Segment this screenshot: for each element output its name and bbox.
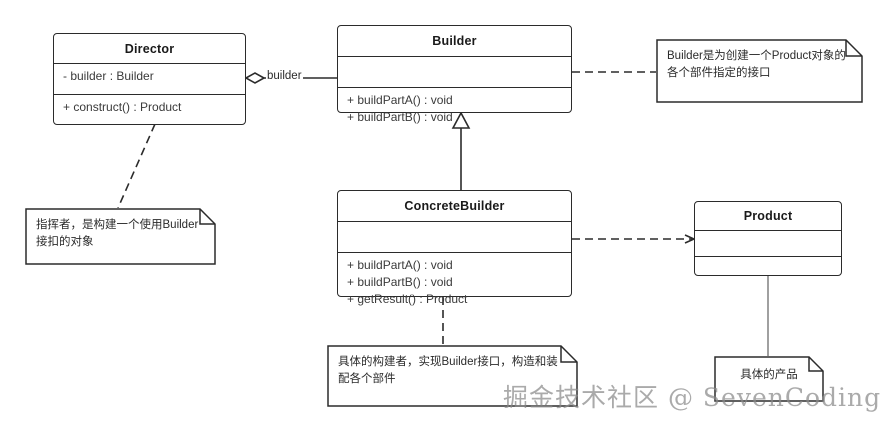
class-attributes-builder: [338, 57, 571, 88]
operation-row: + getResult() : Product: [347, 292, 468, 306]
note-shape: [25, 208, 216, 265]
class-attributes-concretebuilder: [338, 222, 571, 253]
note-text: 指挥者，是构建一个使用Builder接扣的对象: [36, 219, 199, 248]
uml-class-concretebuilder[interactable]: ConcreteBuilder + buildPartA() : void + …: [337, 190, 572, 306]
class-name-product: Product: [695, 202, 841, 231]
note-concretebuilder[interactable]: 具体的构建者，实现Builder接口，构造和装配各个部件: [327, 345, 578, 407]
operation-row: + buildPartA() : void: [347, 93, 453, 107]
note-product[interactable]: 具体的产品: [714, 356, 824, 402]
class-name-builder: Builder: [338, 26, 571, 57]
uml-class-director[interactable]: Director - builder : Builder + construct…: [53, 33, 246, 125]
note-text: 具体的构建者，实现Builder接口，构造和装配各个部件: [338, 356, 558, 385]
class-attributes-product: [695, 231, 841, 257]
class-operations-builder: + buildPartA() : void + buildPartB() : v…: [338, 88, 571, 124]
class-name-director: Director: [54, 34, 245, 64]
operation-row: + buildPartB() : void: [347, 275, 453, 289]
operation-row: + buildPartB() : void: [347, 110, 453, 124]
note-builder[interactable]: Builder是为创建一个Product对象的各个部件指定的接口: [656, 39, 863, 103]
attribute-row: - builder : Builder: [63, 69, 154, 83]
class-operations-product: [695, 257, 841, 265]
operation-row: + buildPartA() : void: [347, 258, 453, 272]
note-text: Builder是为创建一个Product对象的各个部件指定的接口: [667, 50, 846, 79]
class-name-concretebuilder: ConcreteBuilder: [338, 191, 571, 222]
note-shape: [714, 356, 824, 402]
uml-class-builder[interactable]: Builder + buildPartA() : void + buildPar…: [337, 25, 572, 124]
edge-label-builder-role: builder: [266, 70, 303, 82]
operation-row: + construct() : Product: [63, 100, 182, 114]
class-operations-concretebuilder: + buildPartA() : void + buildPartB() : v…: [338, 253, 571, 306]
class-operations-director: + construct() : Product: [54, 95, 245, 120]
note-director[interactable]: 指挥者，是构建一个使用Builder接扣的对象: [25, 208, 216, 265]
note-shape: [327, 345, 578, 407]
uml-class-product[interactable]: Product: [694, 201, 842, 276]
class-attributes-director: - builder : Builder: [54, 64, 245, 95]
note-link-director: [117, 123, 156, 209]
note-text: 具体的产品: [740, 369, 798, 381]
watermark: 掘金技术社区 @ SevenCoding: [503, 383, 882, 412]
note-shape: [656, 39, 863, 103]
